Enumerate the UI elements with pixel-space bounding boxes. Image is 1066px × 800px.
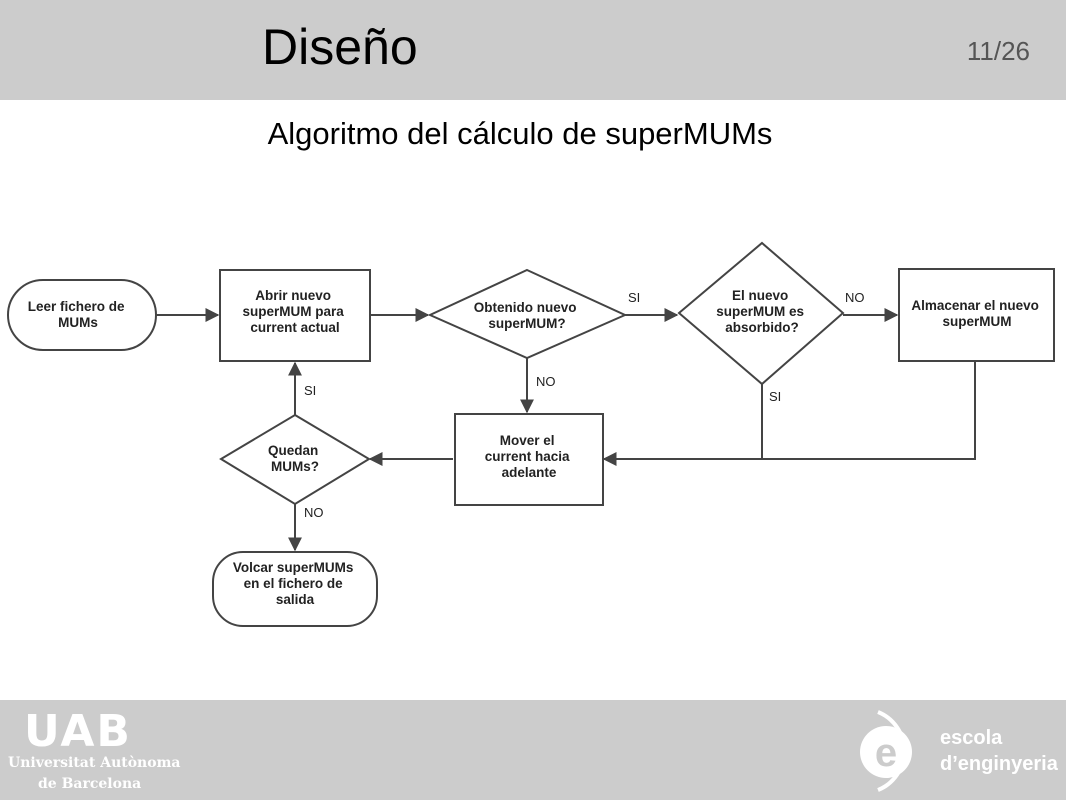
node-remaining-label: Quedan MUMs? (268, 443, 322, 474)
flowchart-node-labels: Leer fichero de MUMs Abrir nuevo superMU… (28, 288, 1042, 607)
svg-text:UAB: UAB (24, 706, 132, 755)
slide-title: Diseño (262, 19, 418, 75)
node-dump-shape (212, 551, 378, 627)
uab-name-line1: Universitat Autònoma (8, 755, 181, 771)
escola-line2: d’enginyeria (940, 753, 1058, 775)
node-store-label: Almacenar el nuevo superMUM (911, 298, 1042, 329)
uab-name-line2: de Barcelona (38, 776, 142, 792)
node-absorbed-shape (677, 241, 845, 386)
node-store-shape (898, 268, 1055, 362)
node-remaining-shape (219, 413, 371, 506)
flowchart-canvas: Leer fichero de MUMs Abrir nuevo superMU… (7, 241, 1055, 627)
edge-label-absorbed-no: NO (845, 290, 865, 305)
node-move-label: Mover el current hacia adelante (485, 433, 574, 480)
slide-header: Diseño 11/26 (0, 0, 1066, 100)
flowchart-edge-labels: SI NO NO SI SI NO (304, 290, 865, 520)
edge-label-obtained-no: NO (536, 374, 556, 389)
node-start-label: Leer fichero de MUMs (28, 299, 129, 330)
node-obtained-shape (427, 268, 628, 360)
flowchart-connectors (155, 308, 976, 552)
slide-subtitle: Algoritmo del cálculo de superMUMs (267, 116, 773, 151)
node-move-shape (454, 413, 604, 506)
svg-text:e: e (875, 731, 897, 775)
flowchart: Leer fichero de MUMs Abrir nuevo superMU… (0, 240, 1066, 630)
escola-logo: e escola d’enginyeria (860, 700, 1066, 800)
edge-label-remaining-no: NO (304, 505, 324, 520)
edge-store-to-move (602, 361, 976, 466)
uab-wordmark: UAB (24, 706, 132, 755)
slide-footer: UAB Universitat Autònoma de Barcelona e … (0, 700, 1066, 800)
node-obtained-label: Obtenido nuevo superMUM? (474, 300, 581, 331)
flowchart-shapes (7, 241, 1055, 627)
page-number: 11/26 (966, 36, 1030, 66)
node-dump-label: Volcar superMUMs en el fichero de salida (233, 560, 357, 607)
uab-logo: UAB Universitat Autònoma de Barcelona (0, 700, 180, 800)
escola-emblem: e (860, 710, 912, 792)
node-absorbed-label: El nuevo superMUM es absorbido? (716, 288, 808, 335)
edge-label-remaining-yes: SI (304, 383, 316, 398)
node-open-label: Abrir nuevo superMUM para current actual (242, 288, 347, 335)
escola-line1: escola (940, 727, 1003, 749)
node-start-shape (7, 279, 157, 351)
node-open-shape (219, 269, 371, 362)
edge-label-absorbed-yes: SI (769, 389, 781, 404)
escola-circle (860, 726, 912, 778)
edge-label-obtained-yes: SI (628, 290, 640, 305)
